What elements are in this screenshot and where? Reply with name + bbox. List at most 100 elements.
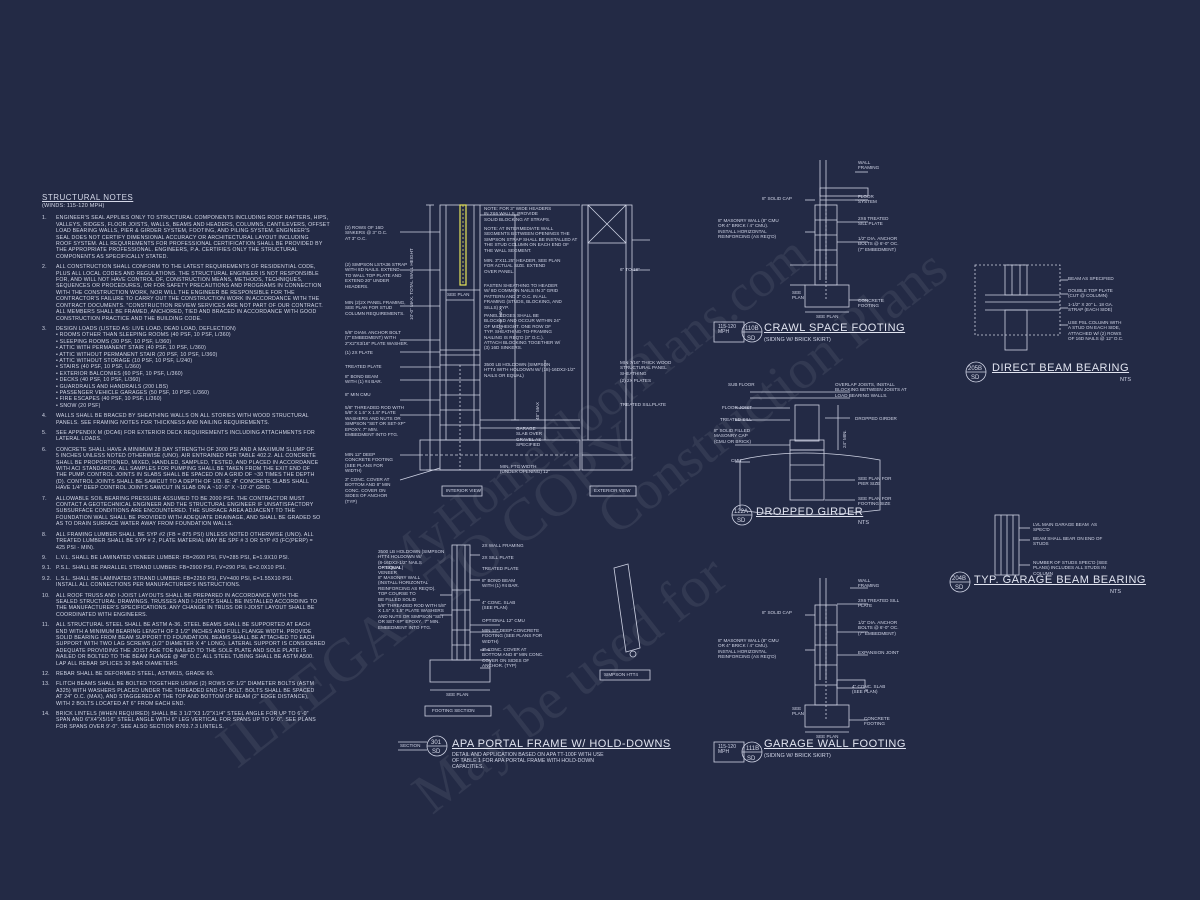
note-body: ALL FRAMING LUMBER SHALL BE SYP #2 (Fb =… [56,532,334,551]
note-line: PANELS. SEE FRAMING NOTES FOR THICKNESS … [56,419,270,426]
footing-see-plan: SEE PLAN [446,692,469,697]
ft-right-callout: 2x WALL FRAMING [482,543,524,548]
ft-left-callout: 8" MASONRY WALL (INSTALL HORIZONTAL REIN… [378,575,436,602]
note-line: CONTRACT DOCUMENTS. "CONSTRUCTION REVIEW… [56,302,323,309]
note-line: ROOF SYSTEM. ALL REQUIREMENTS FOR PROFES… [56,241,323,248]
note-line: • ATTIC WITHOUT PERMANENT STAIR (20 PSF,… [56,351,218,358]
note-number: 11. [42,622,50,629]
ft-right-callout: 4" CONC. SLAB (SEE PLAN) [482,600,516,611]
ft-left-callout: OPTIONAL VENEER [378,565,402,576]
pf-mid-callout: MIN. 3"x11.25" HEADER, SEE PLAN FOR ACTU… [484,258,561,274]
note-item: 6.CONCRETE SHALL HAVE A MINIMUM 28 DAY S… [42,447,334,492]
note-line: CONCRETE SHALL HAVE A MINIMUM 28 DAY STR… [56,446,315,453]
note-line: • PASSENGER VEHICLE GARAGES (50 PSF, 10 … [56,389,210,396]
note-body: SEE APPENDIX M (DCA6) FOR EXTERIOR DECK … [56,430,334,443]
note-item: 2.ALL CONSTRUCTION SHALL CONFORM TO THE … [42,264,334,322]
interior-view-label: INTERIOR VIEW [446,488,481,493]
pf-left-callout: 8" MIN CMU [345,392,371,397]
crawl-see-plan-v: SEE PLAN [792,290,805,301]
note-line: • STAIRS (40 PSF, 10 PSF, L/360) [56,364,142,371]
note-number: 4. [42,413,47,420]
note-line: ALL FRAMING LUMBER SHALL BE SYP #2 (Fb =… [56,531,314,538]
note-item: 5.SEE APPENDIX M (DCA6) FOR EXTERIOR DEC… [42,430,334,443]
note-body: P.S.L. SHALL BE PARALLEL STRAND LUMBER: … [56,565,334,571]
dg-left-callout: FLOOR JOIST [722,405,753,410]
garage-beam-title: TYP. GARAGE BEAM BEARING [974,574,1146,586]
pf-left-callout: 5/8" THREADED ROD WITH 5/8" x 1.5" x 1.5… [345,405,406,438]
note-line: WITH 2 BOLTS LOCATED AT 6" FROM EACH END… [56,700,186,707]
pf-left-callout: TREATED PLATE [345,364,382,369]
note-line: ALL ROOF TRUSS AND I-JOIST LAYOUTS SHALL… [56,592,299,599]
note-line: SOLID BEARING FROM BEAM SUPPORT TO FOUND… [56,634,315,641]
dropped-girder-title: DROPPED GIRDER [756,506,864,518]
dg-right-callout: DROPPED GIRDER [855,416,897,421]
section-prefix: SECTION [400,743,421,748]
note-number: 9.1. [42,565,52,572]
note-body: ENGINEER'S SEAL APPLIES ONLY TO STRUCTUR… [56,215,334,260]
cs-right-callout: WALL FRAMING [858,160,880,171]
note-body: BRICK LINTELS (WHEN REQUIRED) SHALL BE 3… [56,711,334,730]
note-body: WALLS SHALL BE BRACED BY SHEATHING WALLS… [56,413,334,426]
note-line: FOR SPANS OVER 9'-0". SEE ALSO SECTION R… [56,723,224,730]
note-body: ALLOWABLE SOIL BEARING PRESSURE ASSUMED … [56,496,334,528]
pf-mid-callout: MIN 7/16" THICK WOOD STRUCTURAL PANEL SH… [620,360,672,376]
note-line: WALLS SHALL BE BRACED BY SHEATHING WALLS… [56,413,309,420]
note-line: SEQUENCES OR PROCEDURES, OR FOR SAFETY P… [56,283,322,290]
ft-left-callout: 3500 LB HOLDOWN (SIMPSON HTT4 HOLDOWN W/… [378,549,445,571]
note-body: ALL CONSTRUCTION SHALL CONFORM TO THE LA… [56,264,334,322]
note-item: 8.ALL FRAMING LUMBER SHALL BE SYP #2 (Fb… [42,532,334,551]
note-line: CONTRACTOR'S FAILURE TO CARRY OUT THE CO… [56,296,320,303]
note-line: • ATTIC WITH PERMANENT STAIR (40 PSF, 10… [56,345,207,352]
note-line: P.S.L. SHALL BE PARALLEL STRAND LUMBER: … [56,565,286,572]
note-line: (D). CONTROL JOINTS SHALL BE SAWCUT TO A… [56,478,310,485]
dg-left-callout: SUB FLOOR [728,382,755,387]
note-line: ALL STRUCTURAL STEEL SHALL BE ASTM A-36.… [56,622,310,629]
note-item: 14.BRICK LINTELS (WHEN REQUIRED) SHALL B… [42,711,334,730]
exterior-wall-frame [581,204,633,471]
portal-frame-title: APA PORTAL FRAME W/ HOLD-DOWNS [452,738,671,750]
ft-right-callout: MIN 12" DEEP CONCRETE FOOTING (SEE PLANS… [482,628,543,644]
gw-left-callout: 8" SOLID CAP [762,610,792,615]
note-line: L.S.L. SHALL BE LAMINATED STRAND LUMBER:… [56,575,293,582]
pf-mid-callout: (2) 2x PLATES [620,378,652,383]
garage-see-plan-h: SEE PLAN [816,734,839,739]
pf-left-callout: (1) 2x PLATE [345,350,373,355]
note-line: BRICK LINTELS (WHEN REQUIRED) SHALL BE 3… [56,711,309,718]
note-line: LOAD BEARING WALLS, PIER & GIRDER SYSTEM… [56,228,310,235]
pf-mid-callout: PANEL EDGES SHALL BE BLOCKED AND OCCUR W… [484,313,561,351]
db-callouts-callout: DOUBLE TOP PLATE (CUT @ COLUMN) [1068,288,1113,299]
note-line: HAVE 1/4" DEEP CONTROL JOINTS SAWCUT IN … [56,485,272,492]
note-item: 12.REBAR SHALL BE DEFORMED STEEL, ASTM61… [42,671,334,677]
note-line: • EXTERIOR BALCONIES (60 PSF, 10 PSF, L/… [56,370,183,377]
pf-mid-callout: FASTEN SHEATHING TO HEADER W/ 8d COMMON … [484,283,562,310]
gw-right-callout: EXPANSION JOINT [858,650,900,655]
garage-see-plan-v: SEE PLAN [792,706,805,717]
note-line: L.V.L. SHALL BE LAMINATED VENEER LUMBER:… [56,554,290,561]
note-number: 1. [42,215,47,222]
note-line: SUBSURFACE CONDITIONS ARE ENCOUNTERED. T… [56,508,296,515]
dim-6to18: 6" TO 18" [620,267,640,272]
pf-mid-callout: MIN. FTG WIDTH (UNDER OPENING) 12" [500,464,550,475]
note-line: TREATED LUMBER SHALL BE SYP # 2, PLATE M… [56,538,313,545]
notes-list: 1. ENGINEER'S SEAL APPLIES ONLY TO STRUCT… [42,215,334,730]
note-line: FOR, AND WILL NOT HAVE CONTROL OF, CONST… [56,277,303,284]
pf-mid-callout: 3500 LB HOLDOWN (SIMPSON HTT4 WITH HOLDO… [484,362,576,378]
note-line: ENGINEER'S SEAL APPLIES ONLY TO STRUCTUR… [56,215,329,222]
note-line: 425 PSI - MIN). [56,544,95,551]
dim-see-plan: SEE PLAN [447,292,470,297]
pf-mid-callout: GARAGE SLAB OVER GRAVEL AS SPECIFIED [516,426,543,448]
structural-notes: STRUCTURAL NOTES (Winds: 115-120 mph) 1.… [42,193,334,734]
pf-mid-callout: NOTE: AT INTERMEDIATE WALL SEGMENTS BETW… [484,226,578,253]
dg-right-callout: OVERLAP JOISTS, INSTALL BLOCKING BETWEEN… [835,382,907,398]
cs-right-callout: FLOOR SYSTEM [858,194,877,205]
note-line: • ATTIC WITHOUT STORAGE (10 PSF, 10 PSF,… [56,357,193,364]
note-body: L.S.L. SHALL BE LAMINATED STRAND LUMBER:… [56,576,334,589]
footing-section-label: FOOTING SECTION [432,708,475,713]
note-number: 9.2. [42,575,52,582]
crawl-space-subtitle: (SIDING W/ BRICK SKIRT) [764,337,831,343]
pf-left-callout: 8" BOND BEAM WITH (1) #4 BAR. [345,374,383,385]
gb-callouts-callout: BEAM SHALL BEAR ON END OF STUDS [1033,536,1103,547]
note-body: ALL STRUCTURAL STEEL SHALL BE ASTM A-36.… [56,622,334,667]
note-body: REBAR SHALL BE DEFORMED STEEL, ASTM615, … [56,671,334,677]
